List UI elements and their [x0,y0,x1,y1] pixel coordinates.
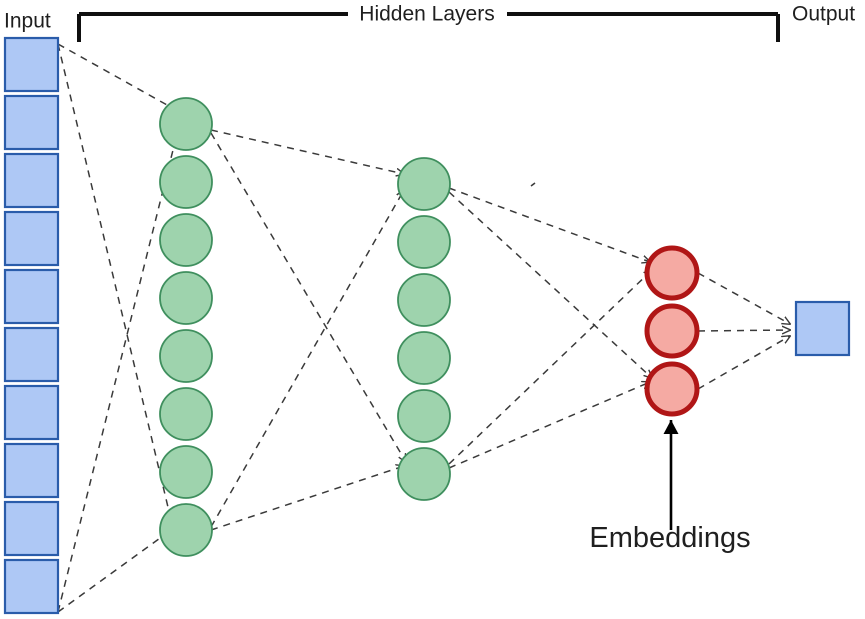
input-node [3,442,60,499]
input-node [3,384,60,441]
input-label: Input [4,10,51,33]
input-node [3,268,60,325]
embedding-node [644,245,700,301]
input-node [3,558,60,615]
hidden-node [397,157,451,211]
hidden-node [159,213,213,267]
input-node [3,326,60,383]
output-layer [794,300,851,357]
input-node [3,500,60,557]
connection-line [57,43,176,110]
hidden-node [159,271,213,325]
hidden-node [397,331,451,385]
stray-dash-artifact [530,182,536,187]
embedding-node [644,303,700,359]
embeddings-label: Embeddings [589,522,750,554]
connection-line [57,138,176,613]
hidden-layers-bracket [77,12,780,42]
connection-line [448,187,650,262]
connection-line [697,330,790,331]
connections-embeddings-to-output [697,272,790,390]
connection-line [210,190,404,528]
embedding-node [644,361,700,417]
hidden-node [397,215,451,269]
connections-input-to-hidden1 [57,43,176,613]
connection-line [697,336,790,390]
input-node [3,152,60,209]
connection-line [210,129,404,174]
hidden-node [159,445,213,499]
input-layer [3,36,60,615]
hidden-layers-label: Hidden Layers [359,3,494,26]
connection-line [57,528,174,613]
connection-line [448,191,652,378]
connections-hidden1-to-hidden2 [210,129,406,531]
hidden-layer-1 [159,97,213,557]
embedding-layer [644,245,700,417]
connection-line [697,272,790,324]
hidden-node [159,387,213,441]
hidden-node [159,329,213,383]
hidden-node [397,389,451,443]
input-node [3,210,60,267]
connection-line [448,382,650,469]
connection-line [210,466,404,531]
input-node [3,36,60,93]
output-node [794,300,851,357]
hidden-layer-2 [397,157,451,501]
connection-line [210,132,406,462]
hidden-node [159,155,213,209]
hidden-node [159,97,213,151]
hidden-node [397,447,451,501]
hidden-node [159,503,213,557]
hidden-node [397,273,451,327]
connections-hidden2-to-embeddings [448,187,652,469]
input-node [3,94,60,151]
connection-line [448,270,652,465]
connection-line [57,43,172,524]
output-label: Output [792,3,855,26]
